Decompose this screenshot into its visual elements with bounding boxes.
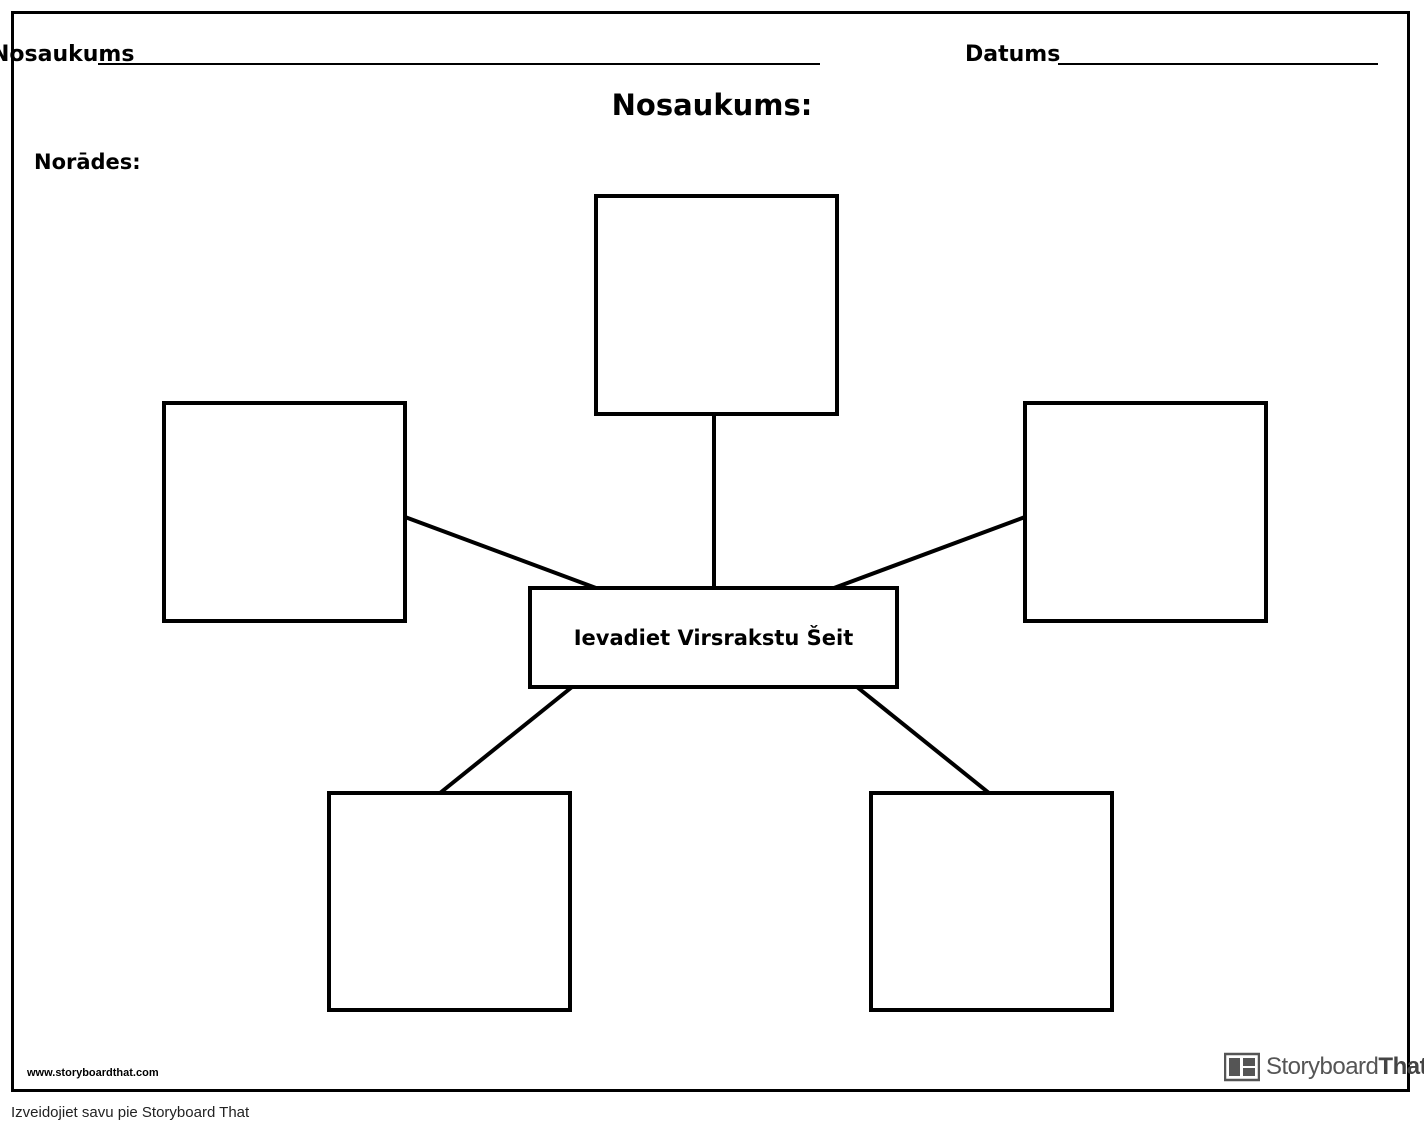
box-left [162,401,407,623]
connector-bottom-right [855,685,991,795]
footer-url: www.storyboardthat.com [27,1067,159,1079]
brand-name: StoryboardThat [1266,1053,1424,1081]
box-top [594,194,839,416]
brand-logo: StoryboardThat [1224,1052,1424,1082]
storyboard-logo-icon [1224,1052,1260,1082]
caption-link[interactable]: Izveidojiet savu pie Storyboard That [11,1104,250,1121]
date-label: Datums [965,42,1061,67]
instructions-label: Norādes: [34,150,141,174]
brand-name-b: That [1378,1053,1424,1080]
name-label: Nosaukums [0,42,135,67]
center-box-label: Ievadiet Virsrakstu Šeit [573,626,854,650]
box-right [1023,401,1268,623]
box-bottom-left [327,791,572,1012]
name-line [98,63,820,65]
center-box [528,586,899,689]
connector-bottom-left [438,685,574,795]
connector-left [404,515,597,590]
box-bottom-right [869,791,1114,1012]
worksheet-title: Nosaukums: [611,88,813,122]
brand-name-a: Storyboard [1266,1053,1379,1080]
connector-right [833,515,1026,590]
date-line [1058,63,1378,65]
